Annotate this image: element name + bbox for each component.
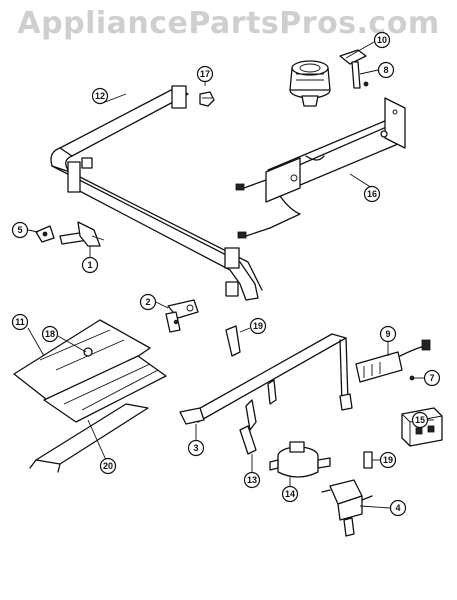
callout-9: 9	[379, 325, 397, 343]
callout-3: 3	[187, 439, 205, 457]
svg-text:8: 8	[383, 65, 388, 75]
spreader-bar-part	[29, 403, 149, 473]
igniter-rod-part	[179, 333, 353, 425]
gas-tube-part	[239, 379, 277, 455]
watermark-text: AppliancePartsPros.com	[17, 6, 440, 41]
svg-text:1: 1	[87, 260, 92, 270]
callout-17: 17	[196, 65, 214, 83]
svg-text:10: 10	[377, 35, 387, 45]
svg-text:19: 19	[383, 455, 393, 465]
flex-tube-upper-part	[225, 325, 241, 357]
lever-clip-part	[35, 225, 55, 243]
svg-text:11: 11	[15, 317, 25, 327]
svg-text:2: 2	[145, 297, 150, 307]
pilot-bracket-part	[339, 49, 369, 89]
callout-15: 15	[411, 411, 429, 429]
svg-text:5: 5	[17, 225, 22, 235]
heat-shield-part	[13, 319, 167, 423]
svg-text:15: 15	[415, 415, 425, 425]
valve-shaft-part	[59, 221, 105, 247]
callout-2: 2	[139, 293, 157, 311]
svg-text:9: 9	[385, 329, 390, 339]
callout-10: 10	[373, 31, 391, 49]
manifold-pipe-part	[50, 85, 263, 301]
svg-text:14: 14	[285, 489, 295, 499]
callout-4: 4	[389, 499, 407, 517]
svg-text:19: 19	[253, 321, 263, 331]
svg-text:13: 13	[247, 475, 257, 485]
callout-19-upper: 19	[249, 317, 267, 335]
callout-13: 13	[243, 471, 261, 489]
svg-text:16: 16	[367, 189, 377, 199]
regulator-part	[269, 441, 331, 478]
callout-1: 1	[81, 256, 99, 274]
callout-7: 7	[423, 369, 441, 387]
callout-18: 18	[41, 325, 59, 343]
svg-text:4: 4	[395, 503, 400, 513]
valve-bracket-part	[165, 299, 199, 333]
thermostat-assembly-part	[235, 97, 406, 239]
flex-tube-lower-part	[363, 451, 373, 469]
svg-text:12: 12	[95, 91, 105, 101]
svg-text:18: 18	[45, 329, 55, 339]
svg-text:17: 17	[200, 69, 210, 79]
pilot-burner-part	[289, 60, 331, 107]
callout-20: 20	[99, 457, 117, 475]
svg-text:3: 3	[193, 443, 198, 453]
oven-valve-part	[321, 479, 373, 537]
callout-11: 11	[11, 313, 29, 331]
callout-12: 12	[91, 87, 109, 105]
orifice-fitting-part	[199, 91, 215, 107]
leader-lines	[27, 41, 434, 509]
callout-14: 14	[281, 485, 299, 503]
spark-module-part	[355, 339, 431, 383]
callout-19-lower: 19	[379, 451, 397, 469]
svg-text:7: 7	[429, 373, 434, 383]
svg-text:20: 20	[103, 461, 113, 471]
callout-16: 16	[363, 185, 381, 203]
callout-8: 8	[377, 61, 395, 79]
callout-5: 5	[11, 221, 29, 239]
